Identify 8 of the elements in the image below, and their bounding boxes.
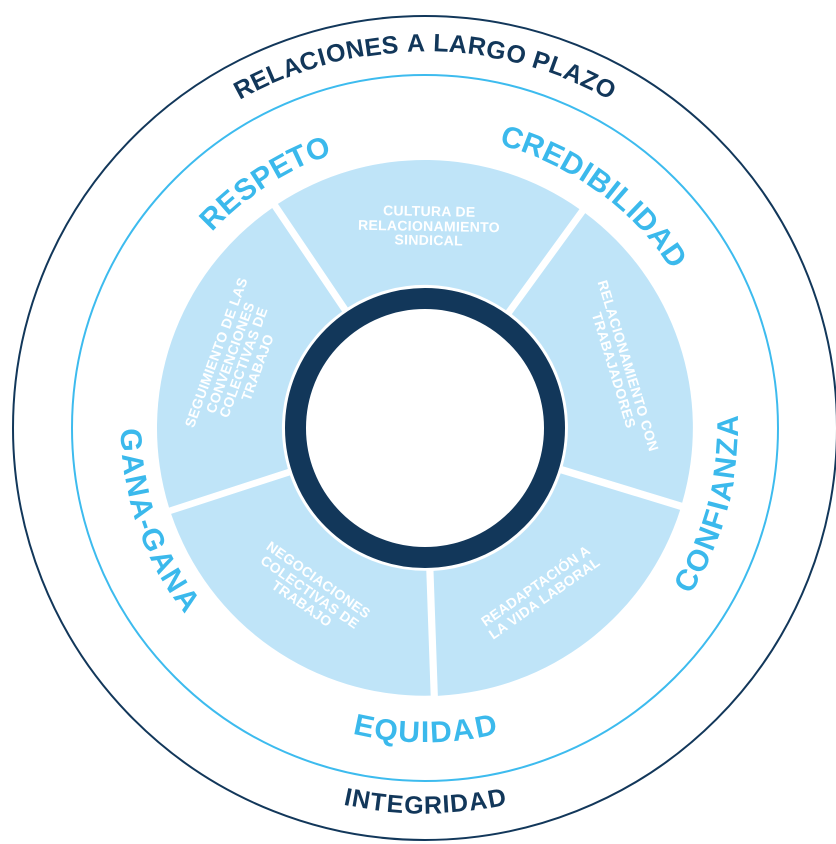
- ring-label: RELACIONES A LARGO PLAZO: [232, 32, 617, 101]
- ring-label: RESPETO: [200, 136, 332, 232]
- ring-label: GANA-GANA: [116, 428, 200, 614]
- segment-label: CULTURA DE RELACIONAMIENTO SINDICAL: [356, 202, 501, 250]
- ring-label: CONFIANZA: [674, 414, 742, 595]
- ring-label: EQUIDAD: [350, 713, 500, 747]
- ring-label: CREDIBILIDAD: [498, 125, 687, 270]
- ring-label: INTEGRIDAD: [340, 786, 508, 818]
